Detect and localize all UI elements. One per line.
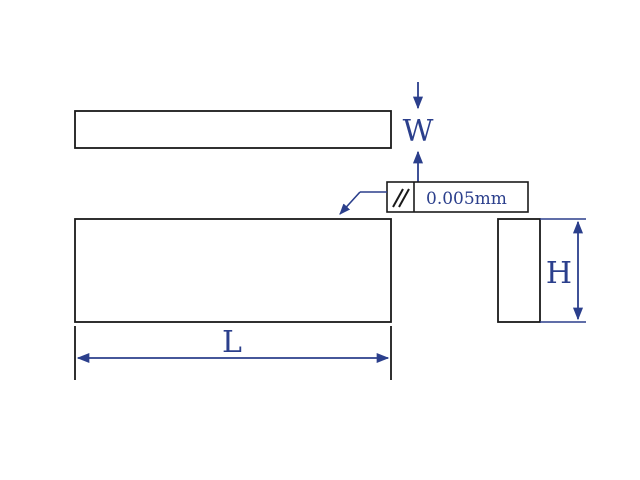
side-view-block xyxy=(497,218,541,323)
tolerance-leader-arrow xyxy=(339,191,361,215)
parallelism-symbol-icon xyxy=(392,188,410,208)
length-label: L xyxy=(222,325,242,360)
top-view-bar xyxy=(74,110,392,149)
feature-control-frame: 0.005mm xyxy=(386,181,529,213)
tolerance-value: 0.005mm xyxy=(426,189,507,209)
height-label: H xyxy=(546,256,572,291)
width-label: W xyxy=(403,114,434,149)
front-view-block xyxy=(74,218,392,323)
tolerance-frame-outline xyxy=(386,181,529,213)
